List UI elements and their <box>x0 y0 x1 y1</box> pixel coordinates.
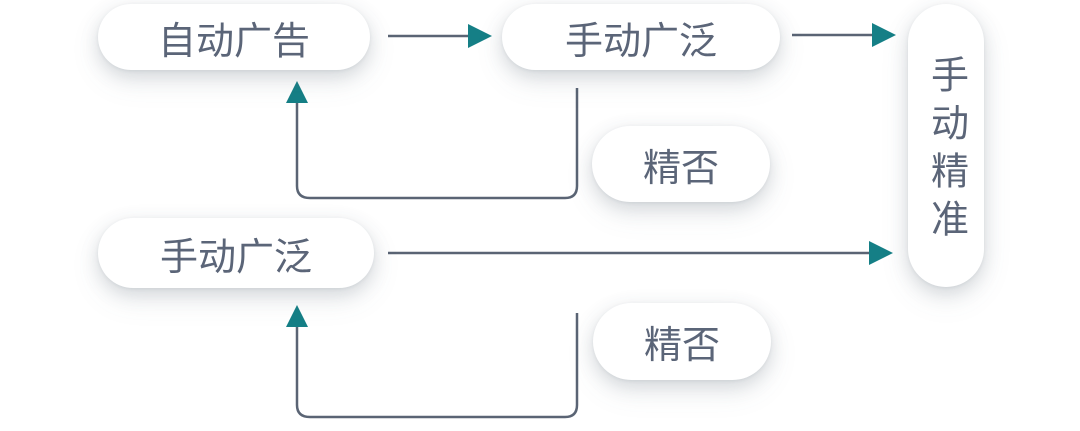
edge-broadtop-to-precise <box>792 23 896 47</box>
arrowhead-right-icon <box>872 23 896 47</box>
edge-auto-to-broad <box>388 24 492 48</box>
node-auto-ad: 自动广告 <box>98 4 370 70</box>
label-feedback-bottom: 精否 <box>593 303 771 380</box>
node-manual-precise: 手动精准 <box>908 4 984 287</box>
edge-loop-top-path <box>295 88 579 200</box>
arrowhead-right-icon <box>468 24 492 48</box>
arrowhead-up-icon <box>286 305 308 327</box>
arrowhead-right-icon <box>869 241 893 265</box>
label-feedback-top: 精否 <box>592 126 770 202</box>
node-manual-broad-bottom: 手动广泛 <box>98 218 374 288</box>
edge-loop-top <box>286 81 579 200</box>
edge-broadbottom-to-precise <box>388 241 893 265</box>
edge-loop-bottom <box>286 305 579 419</box>
arrowhead-up-icon <box>286 81 308 103</box>
edge-loop-bottom-path <box>295 313 579 419</box>
node-manual-broad-top: 手动广泛 <box>502 4 780 70</box>
